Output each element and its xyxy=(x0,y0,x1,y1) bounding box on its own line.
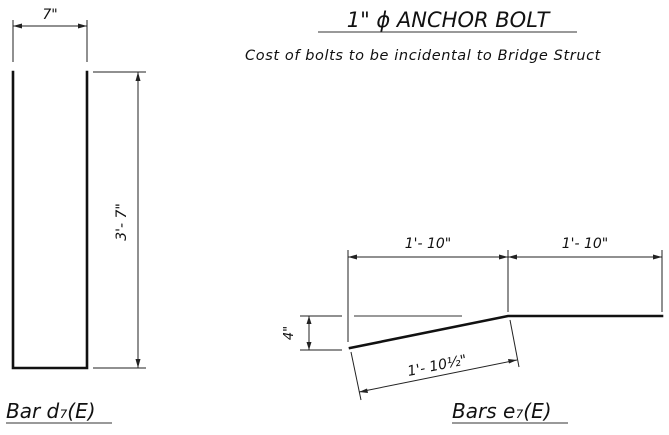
anchor-bolt-note: 1" ϕ ANCHOR BOLT Cost of bolts to be inc… xyxy=(245,8,602,64)
bars-e-arrow-3 xyxy=(508,254,517,260)
bars-e-right-run-text: 1'- 10" xyxy=(562,236,609,252)
bar-d-shape xyxy=(11,70,89,370)
bar-d-label: Bar d₇(E) xyxy=(6,399,96,423)
bars-e-left-run-text: 1'- 10" xyxy=(405,236,452,252)
bars-e-slope-dim-line xyxy=(358,359,518,393)
bars-e-slope-ext-right xyxy=(509,319,520,368)
bars-e-detail: 1'- 10" 1'- 10" 4" 1'- 10½" Bars e₇(E) xyxy=(282,236,664,424)
bars-e-slope-ext-left xyxy=(350,351,362,401)
bars-e-slope-arrow-left xyxy=(359,388,368,393)
bars-e-label: Bars e₇(E) xyxy=(452,399,552,423)
bar-d-detail: 7" 3'- 7" Bar d₇(E) xyxy=(6,7,146,424)
bar-d-height-arrow-bottom xyxy=(135,359,141,368)
bars-e-rise-arrow-bottom xyxy=(306,342,312,350)
anchor-bolt-title: 1" ϕ ANCHOR BOLT xyxy=(347,8,552,32)
bar-d-width-text: 7" xyxy=(42,7,57,23)
bars-e-slope-arrow-right xyxy=(508,359,517,364)
bars-e-arrow-1 xyxy=(348,254,357,260)
bar-d-height-arrow-top xyxy=(135,72,141,81)
bar-d-width-arrow-right xyxy=(78,23,87,29)
bars-e-rise-text: 4" xyxy=(282,326,297,340)
bars-e-rise-arrow-top xyxy=(306,316,312,324)
bar-d-height-text: 3'- 7" xyxy=(114,203,130,241)
bars-e-arrow-2 xyxy=(499,254,508,260)
bar-d-width-arrow-left xyxy=(13,23,22,29)
anchor-bolt-note-text: Cost of bolts to be incidental to Bridge… xyxy=(245,48,602,64)
bars-e-arrow-4 xyxy=(653,254,662,260)
bars-e-shape xyxy=(348,314,664,350)
